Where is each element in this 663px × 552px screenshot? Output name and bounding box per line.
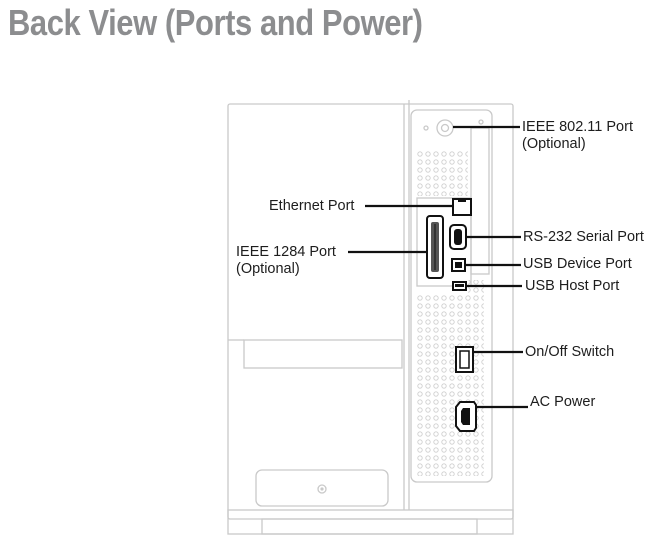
printer-casing [227,100,514,535]
callout-usb-device-port-name: USB Device Port [523,256,632,272]
callout-power-switch: On/Off Switch [525,344,614,361]
callout-wifi-port: IEEE 802.11 Port (Optional) [522,119,633,153]
callout-parallel-port-name: IEEE 1284 Port [236,244,336,260]
parallel-port-icon [426,215,444,279]
callout-serial-port: RS-232 Serial Port [523,229,644,246]
callout-usb-device-port: USB Device Port [523,256,632,273]
page-title: Back View (Ports and Power) [8,2,423,43]
callout-parallel-port-note: (Optional) [236,261,300,277]
callout-lines [348,125,528,409]
ventilation-grille [416,150,484,476]
callout-wifi-port-note: (Optional) [522,136,586,152]
callout-ac-power-name: AC Power [530,394,596,410]
callout-parallel-port: IEEE 1284 Port (Optional) [236,244,336,278]
callout-wifi-port-name: IEEE 802.11 Port [522,119,633,135]
ethernet-port-icon [452,198,472,216]
callout-usb-host-port: USB Host Port [525,278,619,295]
usb-device-port-icon [451,258,466,272]
callout-power-switch-name: On/Off Switch [525,344,615,360]
usb-host-port-icon [452,281,467,291]
ac-power-socket-icon [455,401,477,432]
callout-serial-port-name: RS-232 Serial Port [523,229,644,245]
power-switch-icon [455,346,474,373]
callout-ac-power: AC Power [530,394,595,411]
callout-usb-host-port-name: USB Host Port [525,278,620,294]
serial-port-icon [449,224,467,250]
wifi-antenna-port [423,119,484,137]
callout-ethernet-port: Ethernet Port [269,198,354,215]
callout-ethernet-port-name: Ethernet Port [269,198,355,214]
